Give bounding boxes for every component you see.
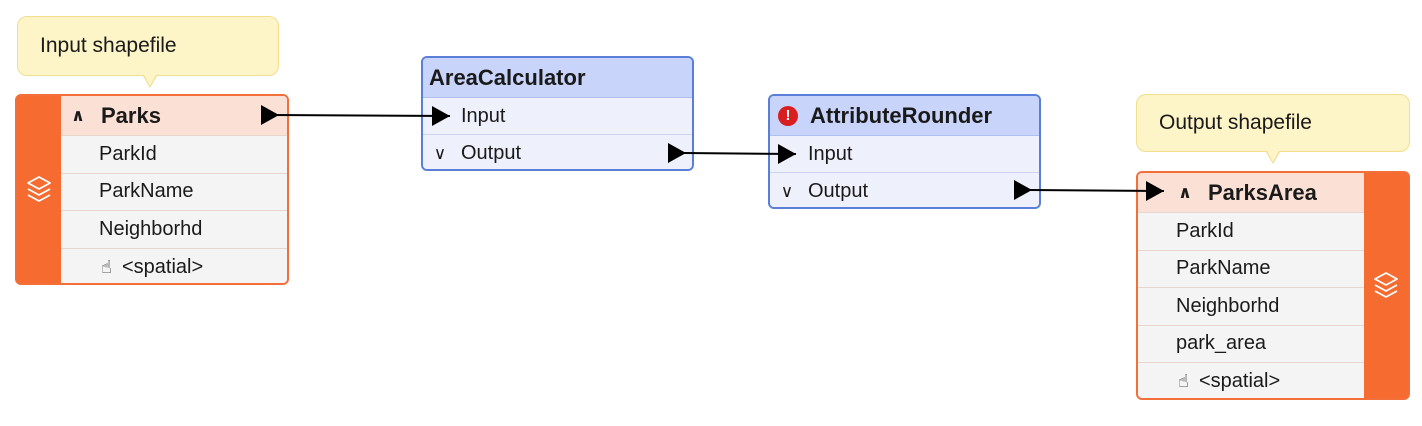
reader-geometry: <spatial> (121, 255, 204, 278)
writer-feature-type[interactable]: ∧ ParksArea ParkId ParkName Neighborhd p… (1136, 171, 1410, 400)
writer-attribute: park_area (1176, 332, 1267, 355)
writer-name: ParksArea (1208, 179, 1317, 205)
writer-attribute-row[interactable]: ParkName (1138, 250, 1364, 288)
reader-header[interactable]: ∧ Parks (61, 96, 287, 136)
geometry-icon: ☝ (101, 256, 112, 277)
writer-attribute: ParkName (1176, 257, 1271, 280)
reader-attribute: ParkId (99, 142, 157, 165)
writer-attribute: ParkId (1176, 219, 1234, 242)
attributerounder-output-port[interactable]: ∨ Output (770, 173, 1039, 207)
reader-attribute: ParkName (99, 180, 194, 203)
collapse-caret-icon[interactable]: ∧ (71, 105, 85, 125)
input-port-label: Input (808, 142, 853, 165)
reader-side-bar (17, 96, 61, 283)
areacalculator-title[interactable]: AreaCalculator (423, 58, 692, 98)
writer-attribute-row[interactable]: Neighborhd (1138, 288, 1364, 326)
input-annotation-tail (143, 75, 157, 88)
input-port-label: Input (461, 104, 506, 127)
areacalculator-transformer[interactable]: AreaCalculator Input ∨ Output (421, 56, 694, 171)
areacalculator-name: AreaCalculator (429, 64, 586, 90)
attributerounder-title[interactable]: ! AttributeRounder (770, 96, 1039, 136)
collapse-caret-icon[interactable]: ∧ (1178, 182, 1192, 202)
reader-attribute: Neighborhd (99, 217, 203, 240)
output-annotation-text: Output shapefile (1159, 111, 1312, 134)
error-icon[interactable]: ! (778, 105, 798, 126)
output-port-label: Output (461, 142, 522, 164)
expand-caret-icon[interactable]: ∨ (780, 181, 794, 201)
reader-attribute-row[interactable]: ParkId (61, 136, 287, 174)
output-annotation-tail (1266, 151, 1280, 164)
areacalculator-output-port[interactable]: ∨ Output (423, 135, 692, 169)
attributerounder-name: AttributeRounder (810, 102, 993, 128)
writer-attribute: Neighborhd (1176, 294, 1280, 317)
reader-attribute-row[interactable]: Neighborhd (61, 211, 287, 249)
input-annotation-text: Input shapefile (40, 34, 177, 57)
output-port-label: Output (808, 180, 869, 202)
writer-geometry: <spatial> (1198, 370, 1281, 393)
reader-feature-type[interactable]: ∧ Parks ParkId ParkName Neighborhd ☝ <sp… (15, 94, 289, 285)
areacalculator-input-port[interactable]: Input (423, 98, 692, 135)
expand-caret-icon[interactable]: ∨ (433, 143, 447, 163)
reader-geometry-row[interactable]: ☝ <spatial> (61, 248, 287, 283)
writer-attribute-row[interactable]: ParkId (1138, 213, 1364, 251)
layers-icon (27, 175, 51, 202)
input-annotation[interactable]: Input shapefile (17, 16, 279, 76)
layers-icon (1374, 271, 1398, 298)
writer-geometry-row[interactable]: ☝ <spatial> (1138, 363, 1364, 398)
writer-side-bar (1364, 173, 1408, 398)
reader-attribute-row[interactable]: ParkName (61, 173, 287, 211)
attributerounder-input-port[interactable]: Input (770, 136, 1039, 173)
reader-name: Parks (101, 102, 161, 128)
geometry-icon: ☝ (1178, 371, 1189, 392)
attributerounder-transformer[interactable]: ! AttributeRounder Input ∨ Output (768, 94, 1041, 209)
writer-attribute-row[interactable]: park_area (1138, 325, 1364, 363)
writer-header[interactable]: ∧ ParksArea (1138, 173, 1364, 213)
output-annotation[interactable]: Output shapefile (1136, 94, 1410, 152)
